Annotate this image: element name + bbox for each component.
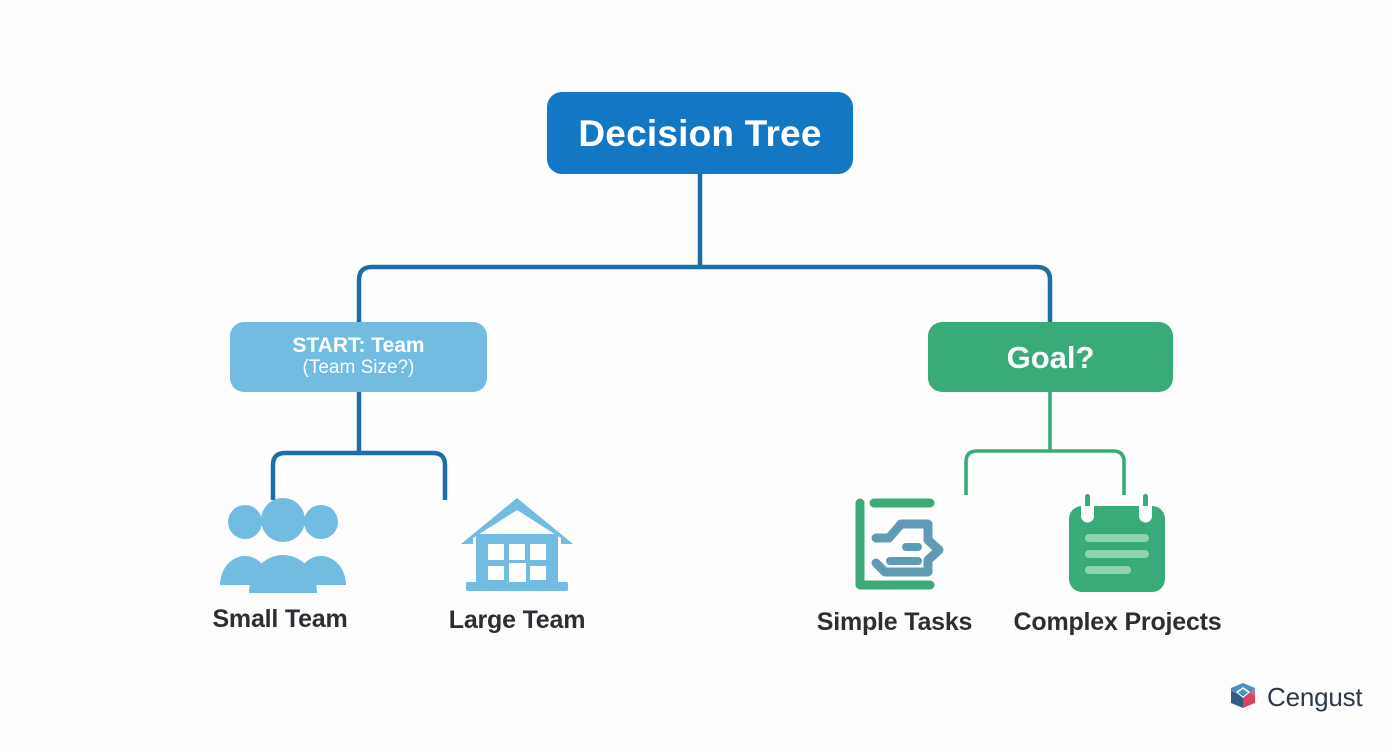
building-house-icon [457, 494, 577, 594]
node-start-team-sublabel: (Team Size?) [302, 357, 415, 379]
node-goal[interactable]: Goal? [928, 322, 1173, 392]
node-decision-tree[interactable]: Decision Tree [547, 92, 853, 174]
leaf-simple-tasks-label: Simple Tasks [816, 608, 973, 636]
leaf-simple-tasks[interactable]: Simple Tasks [812, 492, 977, 637]
watermark: Cengust [1228, 680, 1363, 715]
node-start-team-label: START: Team [292, 333, 425, 357]
cengust-logo-icon [1228, 680, 1258, 715]
leaf-small-team[interactable]: Small Team [200, 497, 360, 634]
people-group-icon [218, 497, 348, 593]
task-document-icon [844, 492, 946, 596]
node-start-team[interactable]: START: Team (Team Size?) [230, 322, 487, 392]
leaf-complex-projects-label: Complex Projects [1013, 608, 1222, 636]
leaf-small-team-label: Small Team [212, 605, 348, 633]
node-decision-tree-label: Decision Tree [578, 112, 822, 154]
node-goal-label: Goal? [1006, 339, 1095, 375]
calendar-notepad-icon [1063, 492, 1173, 596]
leaf-complex-projects[interactable]: Complex Projects [1014, 492, 1222, 637]
leaf-large-team-label: Large Team [448, 606, 586, 634]
watermark-brand: Cengust [1267, 682, 1363, 712]
leaf-large-team[interactable]: Large Team [437, 494, 597, 635]
